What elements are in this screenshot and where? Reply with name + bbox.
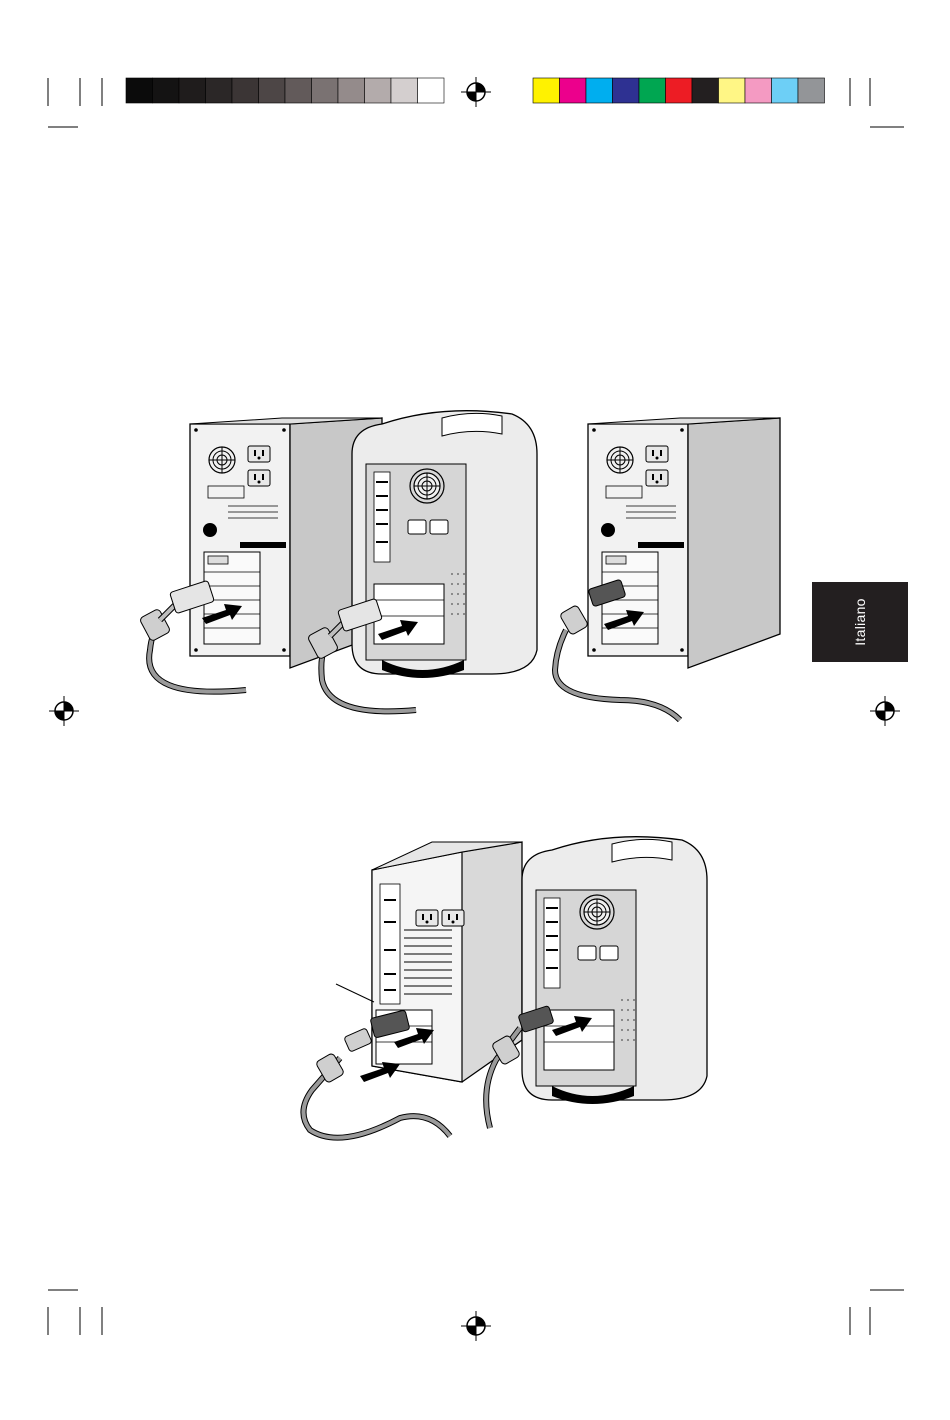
color-patch-10 xyxy=(772,78,799,103)
power-mac-g4-1 xyxy=(352,411,537,678)
gray-patch-10 xyxy=(365,78,392,103)
power-mac-g4-2 xyxy=(522,837,707,1104)
color-patch-3 xyxy=(586,78,613,103)
figure-1-connection-diagram xyxy=(139,411,780,720)
gray-patch-8 xyxy=(312,78,339,103)
cable-plug-left xyxy=(344,1028,372,1052)
gray-patch-3 xyxy=(179,78,206,103)
color-patch-5 xyxy=(639,78,666,103)
registration-mark-top xyxy=(461,77,491,107)
color-patch-7 xyxy=(692,78,719,103)
color-patch-4 xyxy=(613,78,640,103)
registration-mark-right xyxy=(870,696,900,726)
process-color-bar xyxy=(533,78,825,103)
language-tab-label: Italiano xyxy=(852,598,868,646)
gray-patch-1 xyxy=(126,78,153,103)
gray-patch-2 xyxy=(153,78,180,103)
gray-patch-11 xyxy=(391,78,418,103)
gray-patch-9 xyxy=(338,78,365,103)
color-patch-2 xyxy=(560,78,587,103)
color-patch-11 xyxy=(798,78,825,103)
color-patch-8 xyxy=(719,78,746,103)
gray-patch-5 xyxy=(232,78,259,103)
crop-marks xyxy=(48,78,904,1335)
gray-patch-6 xyxy=(259,78,286,103)
registration-mark-bottom xyxy=(461,1311,491,1341)
color-patch-6 xyxy=(666,78,693,103)
pc-tower-right xyxy=(588,418,780,668)
gray-patch-12 xyxy=(418,78,445,103)
gray-patch-4 xyxy=(206,78,233,103)
callout-line xyxy=(336,984,374,1002)
grayscale-color-bar xyxy=(126,78,444,103)
figure-2-connection-diagram xyxy=(303,837,707,1138)
language-tab: Italiano xyxy=(812,582,908,662)
color-patch-1 xyxy=(533,78,560,103)
registration-mark-left xyxy=(49,696,79,726)
color-patch-9 xyxy=(745,78,772,103)
gray-patch-7 xyxy=(285,78,312,103)
